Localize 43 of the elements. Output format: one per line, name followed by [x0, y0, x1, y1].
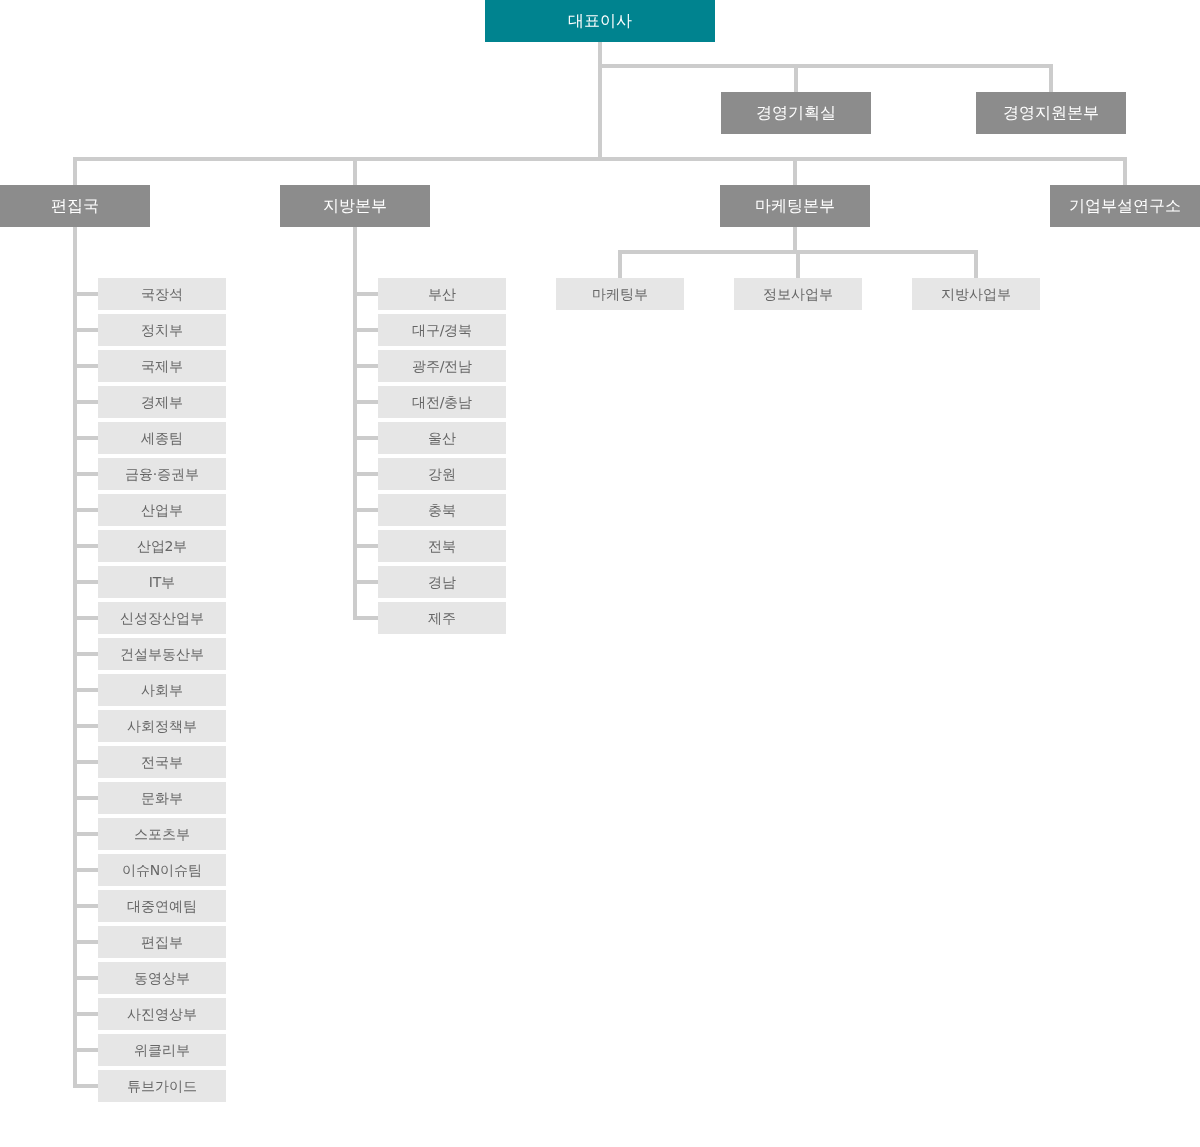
division-box: 편집국 — [0, 185, 150, 227]
department-box: 경제부 — [98, 386, 226, 418]
department-box: 마케팅부 — [556, 278, 684, 310]
department-box: 금융·증권부 — [98, 458, 226, 490]
department-box: 경남 — [378, 566, 506, 598]
division-box: 마케팅본부 — [720, 185, 870, 227]
department-box: 문화부 — [98, 782, 226, 814]
department-box: 사회부 — [98, 674, 226, 706]
department-box: 제주 — [378, 602, 506, 634]
department-box: 건설부동산부 — [98, 638, 226, 670]
department-box: 정치부 — [98, 314, 226, 346]
department-box: 이슈N이슈팀 — [98, 854, 226, 886]
department-box: 스포츠부 — [98, 818, 226, 850]
department-box: 강원 — [378, 458, 506, 490]
department-box: 정보사업부 — [734, 278, 862, 310]
department-box: IT부 — [98, 566, 226, 598]
division-box: 경영기획실 — [721, 92, 871, 134]
department-box: 대구/경북 — [378, 314, 506, 346]
department-box: 울산 — [378, 422, 506, 454]
division-box: 지방본부 — [280, 185, 430, 227]
department-box: 세종팀 — [98, 422, 226, 454]
department-box: 충북 — [378, 494, 506, 526]
department-box: 광주/전남 — [378, 350, 506, 382]
department-box: 사진영상부 — [98, 998, 226, 1030]
department-box: 전북 — [378, 530, 506, 562]
department-box: 동영상부 — [98, 962, 226, 994]
department-box: 신성장산업부 — [98, 602, 226, 634]
department-box: 위클리부 — [98, 1034, 226, 1066]
department-box: 대중연예팀 — [98, 890, 226, 922]
department-box: 국제부 — [98, 350, 226, 382]
department-box: 지방사업부 — [912, 278, 1040, 310]
department-box: 사회정책부 — [98, 710, 226, 742]
department-box: 튜브가이드 — [98, 1070, 226, 1102]
department-box: 산업2부 — [98, 530, 226, 562]
division-box: 기업부설연구소 — [1050, 185, 1200, 227]
department-box: 전국부 — [98, 746, 226, 778]
department-box: 부산 — [378, 278, 506, 310]
department-box: 편집부 — [98, 926, 226, 958]
department-box: 국장석 — [98, 278, 226, 310]
division-box: 경영지원본부 — [976, 92, 1126, 134]
executive-box: 대표이사 — [485, 0, 715, 42]
department-box: 산업부 — [98, 494, 226, 526]
department-box: 대전/충남 — [378, 386, 506, 418]
